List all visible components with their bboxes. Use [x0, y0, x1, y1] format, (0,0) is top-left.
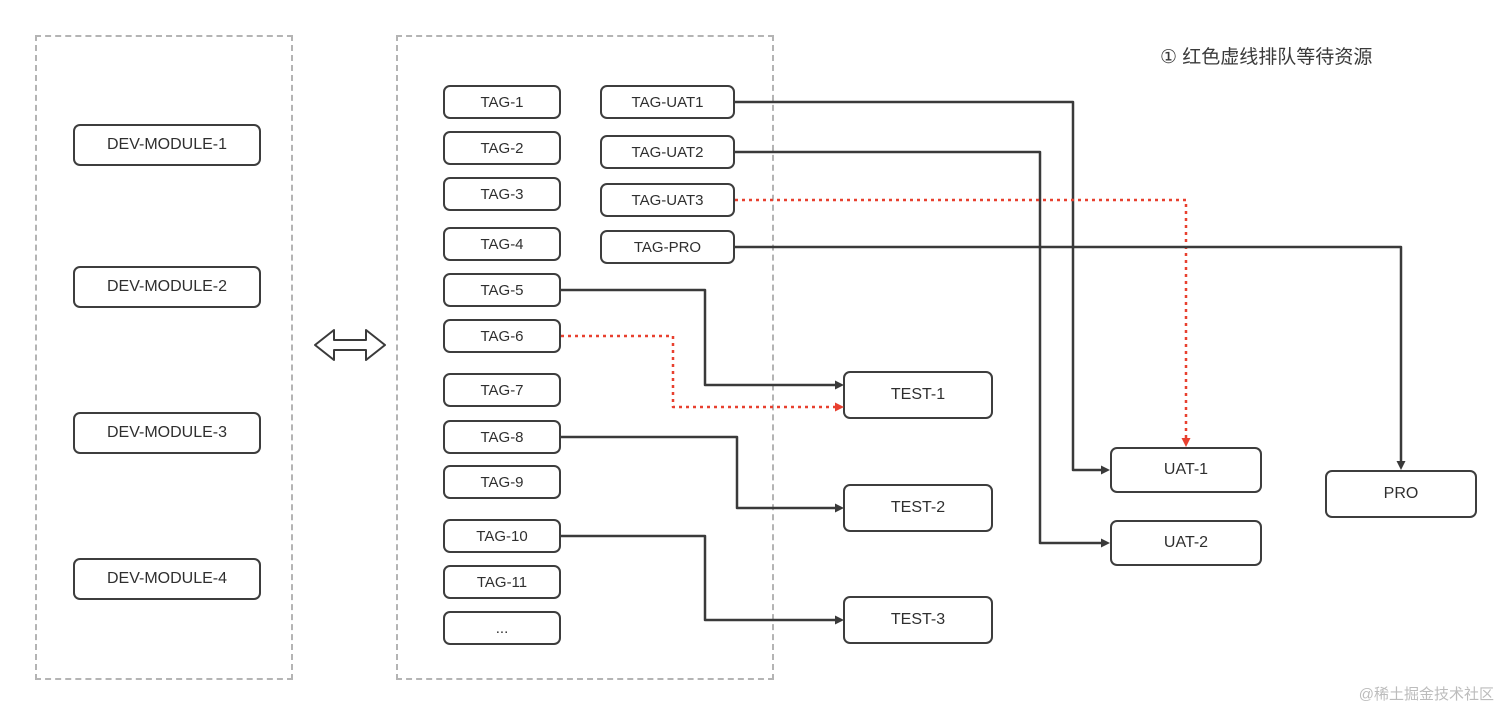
node-dev-module-4: DEV-MODULE-4	[73, 558, 261, 600]
node-uat-1: UAT-1	[1110, 447, 1262, 493]
dev-modules-group	[35, 35, 293, 680]
queue-legend-note: ① 红色虚线排队等待资源	[1160, 47, 1373, 68]
node-tag-5: TAG-5	[443, 273, 561, 307]
node-dev-module-1: DEV-MODULE-1	[73, 124, 261, 166]
node-test-2: TEST-2	[843, 484, 993, 532]
node-tag-9: TAG-9	[443, 465, 561, 499]
node-tag-8: TAG-8	[443, 420, 561, 454]
node-test-1: TEST-1	[843, 371, 993, 419]
node-test-3: TEST-3	[843, 596, 993, 644]
sync-double-arrow-icon	[314, 329, 386, 361]
node-tag-7: TAG-7	[443, 373, 561, 407]
node-tag-1: TAG-1	[443, 85, 561, 119]
node-tag-uat1: TAG-UAT1	[600, 85, 735, 119]
node-dev-module-3: DEV-MODULE-3	[73, 412, 261, 454]
node-dev-module-2: DEV-MODULE-2	[73, 266, 261, 308]
watermark-text: @稀土掘金技术社区	[1358, 686, 1494, 703]
node-tag-11: TAG-11	[443, 565, 561, 599]
node-tag-ellipsis: ...	[443, 611, 561, 645]
node-tag-2: TAG-2	[443, 131, 561, 165]
node-tag-pro: TAG-PRO	[600, 230, 735, 264]
edge-tagpro-to-pro	[735, 245, 1406, 470]
node-tag-10: TAG-10	[443, 519, 561, 553]
node-uat-2: UAT-2	[1110, 520, 1262, 566]
node-tag-uat3: TAG-UAT3	[600, 183, 735, 217]
node-tag-uat2: TAG-UAT2	[600, 135, 735, 169]
node-tag-4: TAG-4	[443, 227, 561, 261]
node-tag-3: TAG-3	[443, 177, 561, 211]
node-pro: PRO	[1325, 470, 1477, 518]
node-tag-6: TAG-6	[443, 319, 561, 353]
